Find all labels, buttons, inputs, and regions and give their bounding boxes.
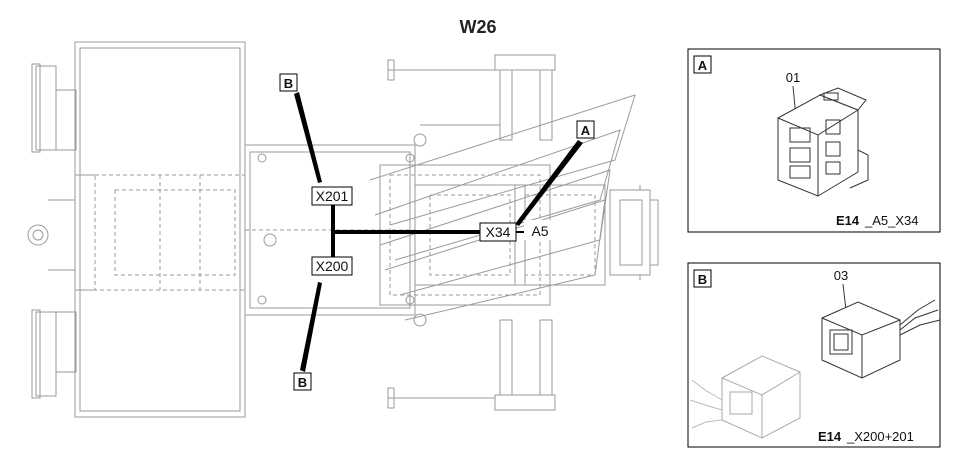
detail-b-caption-bold: E14	[818, 429, 842, 444]
connector-x201: X201	[311, 186, 353, 206]
leader-a	[515, 140, 583, 226]
mating-connector-drawing	[689, 355, 801, 439]
callout-a-top: A	[576, 120, 595, 139]
svg-text:A5: A5	[531, 223, 548, 239]
detail-a-part-number: 01	[786, 70, 800, 85]
detail-a-panel: A 01 E14 _A5_X34	[687, 48, 941, 233]
connector-a-drawing	[777, 87, 869, 197]
detail-b-caption-rest: _X200+201	[846, 429, 914, 444]
machine-outline	[27, 41, 659, 418]
detail-b-part-number: 03	[834, 268, 848, 283]
svg-text:B: B	[298, 375, 307, 390]
harness-lines	[331, 204, 524, 258]
connector-b-drawing	[821, 299, 941, 379]
diagram-title: W26	[459, 17, 496, 37]
svg-text:X200: X200	[316, 258, 349, 274]
detail-b-panel: B 03 E14 _X200+201	[687, 262, 941, 448]
detail-a-caption-bold: E14	[836, 213, 860, 228]
leader-b-bottom	[300, 282, 322, 372]
detail-a-tag: A	[698, 58, 708, 73]
svg-text:B: B	[284, 76, 293, 91]
detail-a-caption-rest: _A5_X34	[864, 213, 919, 228]
svg-text:A: A	[581, 123, 591, 138]
leader-b-top	[294, 92, 322, 183]
connector-x34: X34	[479, 222, 517, 242]
connector-x200: X200	[311, 256, 353, 276]
detail-b-tag: B	[698, 272, 707, 287]
callout-b-top: B	[279, 73, 298, 92]
callout-b-bottom: B	[293, 372, 312, 391]
module-a5: A5	[524, 220, 556, 240]
svg-text:X34: X34	[486, 224, 511, 240]
svg-text:X201: X201	[316, 188, 349, 204]
